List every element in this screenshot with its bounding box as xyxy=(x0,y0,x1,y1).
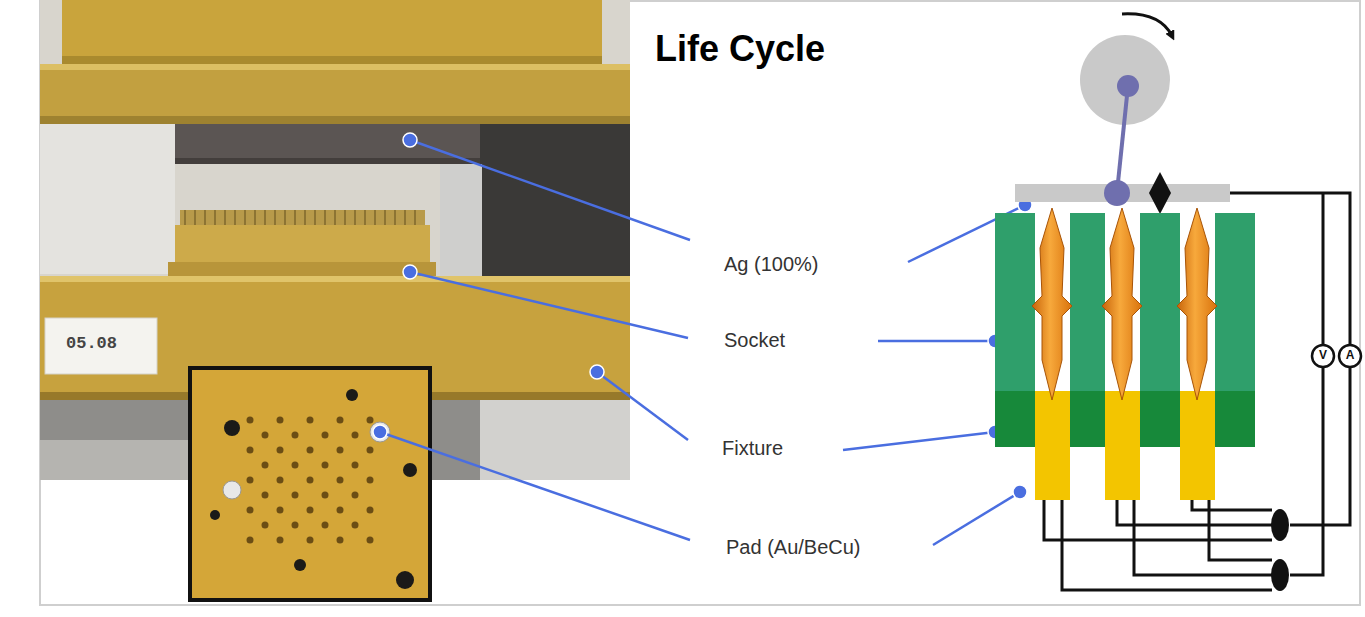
part-label: Socket xyxy=(724,329,785,352)
part-label: Ag (100%) xyxy=(724,253,819,276)
pad-hole xyxy=(307,447,314,454)
pad-hole xyxy=(262,432,269,439)
diagram-title: Life Cycle xyxy=(655,28,825,69)
pad-hole xyxy=(262,522,269,529)
frame xyxy=(40,1,1360,605)
pad-hole xyxy=(247,417,254,424)
part-label: Fixture xyxy=(722,437,783,460)
pad-hole xyxy=(367,417,374,424)
pad-hole xyxy=(367,447,374,454)
pad-hole xyxy=(262,462,269,469)
pad-hole xyxy=(277,537,284,544)
pad-hole xyxy=(247,447,254,454)
pad-hole xyxy=(277,507,284,514)
pad-hole xyxy=(247,537,254,544)
leader-lines xyxy=(373,133,1032,545)
pad-hole xyxy=(277,417,284,424)
part-label: Pad (Au/BeCu) xyxy=(726,536,861,559)
pad-hole xyxy=(352,492,359,499)
pad-hole xyxy=(292,462,299,469)
pad-hole xyxy=(352,462,359,469)
pad-hole xyxy=(307,417,314,424)
pad-hole xyxy=(307,477,314,484)
pad-hole xyxy=(337,447,344,454)
pad-hole xyxy=(337,537,344,544)
pad-hole xyxy=(352,432,359,439)
pad-hole xyxy=(337,477,344,484)
meter-symbol: A xyxy=(1346,349,1355,363)
pad-hole xyxy=(367,507,374,514)
pad-hole xyxy=(322,462,329,469)
meter-symbol: V xyxy=(1319,349,1327,363)
pad-hole xyxy=(277,477,284,484)
pad-hole xyxy=(322,492,329,499)
pad-hole xyxy=(292,432,299,439)
pad-hole xyxy=(277,447,284,454)
pad-hole xyxy=(322,522,329,529)
pad-inset xyxy=(190,368,430,600)
pad-holes xyxy=(247,417,374,544)
pad-hole xyxy=(262,492,269,499)
pad-hole xyxy=(292,492,299,499)
sample-tag: 05.08 xyxy=(66,334,117,354)
pad-hole xyxy=(247,507,254,514)
pad-hole xyxy=(322,432,329,439)
pad-hole xyxy=(292,522,299,529)
pad-hole xyxy=(352,522,359,529)
pad-hole xyxy=(307,507,314,514)
pad-hole xyxy=(337,507,344,514)
pad-hole xyxy=(247,477,254,484)
pad-hole xyxy=(307,537,314,544)
pad-hole xyxy=(367,477,374,484)
pad-hole xyxy=(367,537,374,544)
pad-hole xyxy=(337,417,344,424)
test-schematic xyxy=(995,14,1361,591)
